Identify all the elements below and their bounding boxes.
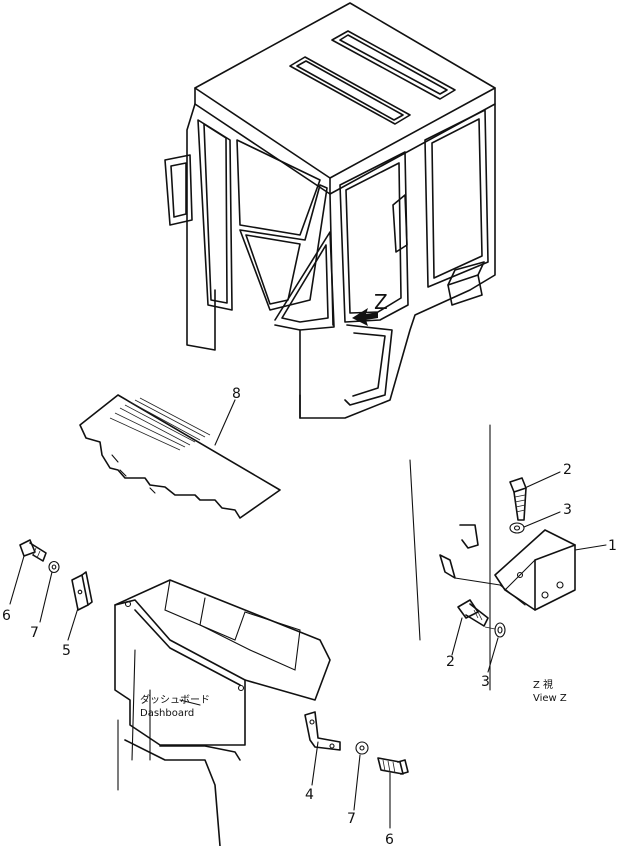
dashboard-assembly: ダッシュボード Dashboard xyxy=(19,539,409,846)
callout-2-bottom: 2 xyxy=(446,654,455,670)
callout-7-right: 7 xyxy=(347,811,356,827)
dashboard-label-en: Dashboard xyxy=(140,708,194,719)
callout-3-bottom: 3 xyxy=(481,674,490,690)
callout-4: 4 xyxy=(305,787,314,803)
leader-lines xyxy=(9,471,607,829)
callout-2-top: 2 xyxy=(563,462,572,478)
callout-6-left: 6 xyxy=(2,608,11,624)
view-z-caption-jp: Z 視 xyxy=(533,678,553,691)
callout-5: 5 xyxy=(62,643,71,659)
floor-mat-part-8 xyxy=(79,394,281,519)
view-z-letter: Z xyxy=(374,290,388,314)
view-z-caption-en: View Z xyxy=(533,693,567,704)
callout-6-right: 6 xyxy=(385,832,394,846)
view-z-marker: Z xyxy=(352,290,388,326)
callout-3-top: 3 xyxy=(563,502,572,518)
callout-numbers: 8 2 3 1 2 3 6 7 5 4 7 6 xyxy=(2,386,617,846)
callout-8: 8 xyxy=(232,386,241,402)
dashboard-label-jp: ダッシュボード xyxy=(140,693,210,706)
operator-cab xyxy=(164,2,496,419)
view-z-caption: Z 視 View Z xyxy=(533,678,567,704)
callout-7-left: 7 xyxy=(30,625,39,641)
view-z-detail xyxy=(409,424,576,691)
callout-1: 1 xyxy=(608,538,617,554)
